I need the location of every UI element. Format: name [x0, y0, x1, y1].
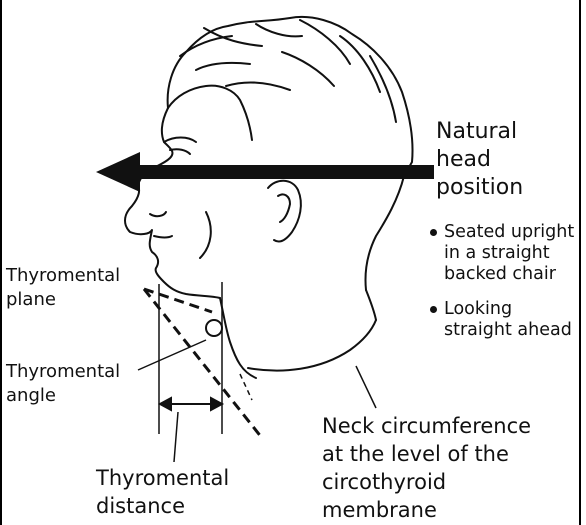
note-looking-line-1: Looking	[428, 299, 574, 320]
thyromental-distance-label: Thyromental distance	[96, 464, 229, 520]
nostril	[150, 212, 166, 216]
eyebrow	[164, 138, 196, 143]
thyromental-distance-arrow	[160, 398, 222, 410]
angle-line-1: Thyromental	[6, 360, 120, 384]
face-profile	[125, 108, 220, 298]
hair-front	[168, 86, 252, 140]
thyromental-plane-label: Thyromental plane	[6, 264, 120, 312]
mouth	[154, 236, 172, 238]
hair-strands	[180, 20, 396, 122]
neck-line-4: membrane	[322, 496, 531, 524]
neck-circumference-label: Neck circumference at the level of the c…	[322, 412, 531, 524]
angle-line-2: angle	[6, 384, 120, 408]
notes-gap	[428, 285, 574, 299]
neck-line-1: Neck circumference	[322, 412, 531, 440]
note-seated-line-1: Seated upright	[428, 222, 574, 243]
neck-circumference-line	[248, 320, 376, 371]
neck-line-3: circothyroid	[322, 468, 531, 496]
natural-head-position-label: Natural head position	[436, 118, 523, 202]
thyromental-angle-label: Thyromental angle	[6, 360, 120, 408]
natural-line-1: Natural	[436, 118, 523, 146]
note-seated-line-2: in a straight	[428, 243, 574, 264]
distance-leader	[174, 412, 178, 462]
note-looking-line-2: straight ahead	[428, 320, 574, 341]
neck-line-2: at the level of the	[322, 440, 531, 468]
natural-line-2: head	[436, 146, 523, 174]
neck-dash	[240, 374, 252, 400]
natural-line-3: position	[436, 174, 523, 202]
back-of-head	[365, 176, 404, 290]
thyromental-plane-line	[144, 289, 262, 438]
plane-line-2: plane	[6, 288, 120, 312]
plane-line-1: Thyromental	[6, 264, 120, 288]
neck-circumference-leader	[356, 366, 376, 408]
note-seated-line-3: backed chair	[428, 264, 574, 285]
distance-line-1: Thyromental	[96, 464, 229, 492]
neck-back	[366, 290, 376, 320]
neck-front	[220, 298, 256, 378]
arrow-left-icon	[96, 152, 434, 192]
position-notes: Seated upright in a straight backed chai…	[428, 222, 574, 341]
adams-apple	[206, 320, 222, 336]
distance-line-2: distance	[96, 492, 229, 520]
ear-inner	[278, 194, 290, 222]
cheek-line	[200, 212, 211, 258]
ear	[268, 181, 301, 242]
hair-outline	[168, 17, 413, 176]
